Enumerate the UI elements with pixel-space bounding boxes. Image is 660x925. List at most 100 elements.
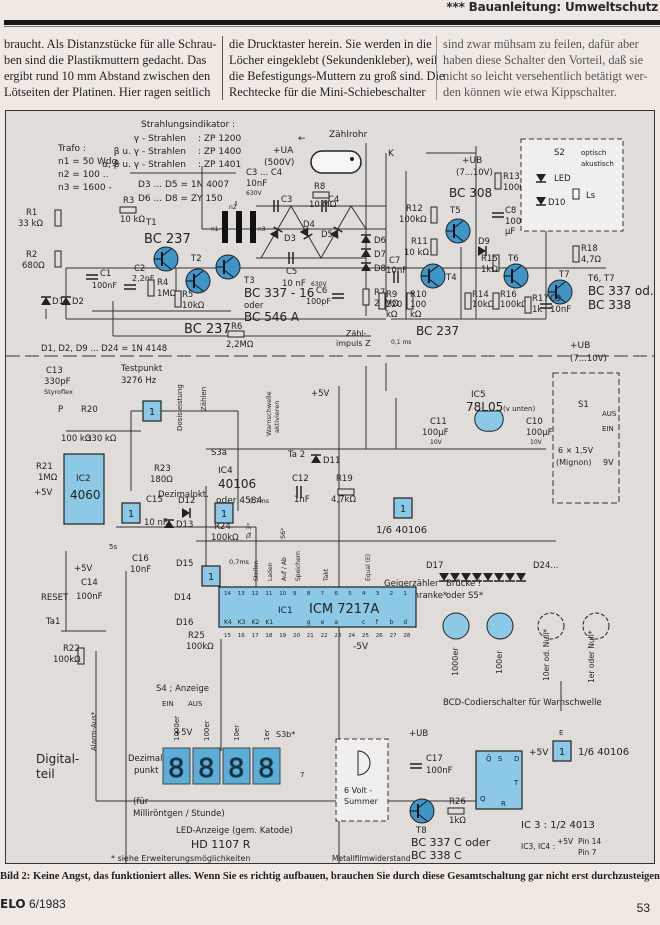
inverter-gate bbox=[552, 740, 572, 762]
ic1-segment-label: K2 bbox=[252, 619, 260, 626]
issue-number: 6/1983 bbox=[28, 897, 66, 911]
summer-box: 6 Volt - Summer bbox=[335, 738, 389, 822]
display-digit-label: 10er bbox=[233, 725, 241, 741]
pulse-width-01: 0,1 ms bbox=[391, 339, 411, 346]
c5-label: C5 bbox=[286, 267, 297, 277]
text-line: den können wie etwa Kippschalter. bbox=[443, 85, 617, 99]
transistor-t1 bbox=[153, 246, 179, 272]
article-column-2: die Drucktaster herein. Sie werden in di… bbox=[222, 36, 444, 100]
d7-label: D7 bbox=[374, 250, 386, 260]
ic1-segment-label: e bbox=[321, 619, 325, 626]
alarm-aus-label: Alarm-Aus* bbox=[90, 711, 98, 751]
metallfilm-legend: Metallfilmwiderstand bbox=[332, 854, 411, 863]
bcd-100er: 100er bbox=[495, 650, 504, 674]
r22-label: R22 bbox=[63, 644, 80, 654]
ic1-pin: 27 bbox=[390, 633, 397, 639]
s2-optisch: optisch bbox=[581, 149, 606, 157]
c10-voltage: 10V bbox=[530, 439, 543, 446]
d13-label: D13 bbox=[176, 520, 193, 530]
page-number: 53 bbox=[636, 901, 650, 915]
r19-label: R19 bbox=[336, 474, 353, 484]
s4-ein: EIN bbox=[162, 700, 174, 708]
c15-value: 10 nF bbox=[144, 518, 168, 528]
s2-label: S2 bbox=[554, 148, 565, 158]
inverter-gate bbox=[121, 502, 141, 524]
section-header: *** Bauanleitung: Umweltschutz bbox=[446, 0, 658, 14]
ff-qbar: Q̄ bbox=[486, 754, 492, 763]
ua-label: +UA bbox=[273, 146, 294, 156]
r5-label: R5 bbox=[182, 290, 193, 300]
r5-value: 10kΩ bbox=[182, 301, 205, 311]
d24-label: D24... bbox=[533, 561, 558, 571]
pin14-label: Pin 14 bbox=[578, 837, 601, 846]
d9-label: D9 bbox=[478, 237, 490, 247]
oder-s5-label: oder S5* bbox=[446, 591, 483, 601]
seven-segment-glyph: 8 bbox=[228, 754, 245, 784]
fuer-label: (für bbox=[133, 797, 149, 807]
c2-label: C2 bbox=[134, 264, 145, 274]
article-columns: braucht. Als Distanzstücke für alle Schr… bbox=[4, 36, 660, 100]
ic1-pin: 21 bbox=[307, 633, 314, 639]
display-digit-label: 1000er bbox=[173, 716, 181, 741]
bcd-1000er: 1000er bbox=[451, 647, 460, 676]
pulse-width-07b: 0,7ms bbox=[229, 558, 250, 566]
c9-label: C9 bbox=[550, 294, 561, 304]
plus5v-ic2: +5V bbox=[34, 488, 53, 498]
r21-value: 1MΩ bbox=[38, 473, 58, 483]
t8-alt-type: BC 338 C bbox=[411, 849, 462, 862]
d6-label: D6 bbox=[374, 236, 386, 246]
ic2-4060: IC2 4060 bbox=[63, 453, 105, 525]
svg-text:n1: n1 bbox=[211, 226, 219, 233]
r10-value: 100 bbox=[410, 300, 426, 310]
zaehlimpuls-label-1: Zähl- bbox=[346, 329, 367, 338]
dezimalpunkt-display-label-2: punkt bbox=[134, 766, 159, 776]
ic3-ic4-supply: +5V bbox=[557, 837, 574, 846]
text-line: Rechtecke für die Mini-Schiebeschalter bbox=[229, 85, 426, 99]
r17-value: 1k bbox=[532, 305, 542, 315]
reset-button: RESET bbox=[41, 593, 69, 603]
t6-t7-alt-type: BC 338 bbox=[588, 298, 631, 312]
r1-value: 33 kΩ bbox=[18, 219, 43, 229]
ic1-pin: 2 bbox=[390, 591, 394, 597]
r11-value: 10 kΩ bbox=[404, 248, 429, 258]
display-type: HD 1107 R bbox=[191, 838, 251, 851]
c3-c4-label: C3 ... C4 bbox=[246, 168, 282, 178]
ic1-function-label: Equal (E) bbox=[365, 554, 372, 581]
ic1-function-label: Auf / Ab bbox=[281, 557, 288, 581]
header-rule bbox=[4, 20, 660, 25]
transistor-t3 bbox=[215, 254, 241, 280]
r2-value: 680Ω bbox=[22, 261, 45, 271]
c4-label: C4 bbox=[328, 195, 339, 205]
ff-t: T bbox=[513, 779, 519, 787]
c16-label: C16 bbox=[132, 554, 149, 564]
ic1-pin: 4 bbox=[362, 591, 366, 597]
ic1-pin: 3 bbox=[376, 591, 380, 597]
schematic-svg: 1 bbox=[6, 120, 654, 863]
d10-label: D10 bbox=[548, 198, 565, 208]
article-column-3: sind zwar mühsam zu feilen, dafür aber h… bbox=[436, 36, 660, 100]
p-value: 100 kΩ bbox=[61, 434, 92, 444]
summer-label-2: Summer bbox=[344, 797, 379, 806]
ic4-alt-type: oder 4584 bbox=[216, 496, 262, 506]
t5-type: BC 308 bbox=[449, 186, 492, 200]
speaker-icon bbox=[572, 188, 580, 200]
ic4-type: 40106 bbox=[218, 477, 256, 491]
c13-value: 330pF bbox=[44, 377, 71, 387]
trafo-n3: n3 = 1600 - bbox=[58, 183, 112, 193]
r16-value: 100kΩ bbox=[500, 300, 528, 310]
r4-value: 1MΩ bbox=[157, 289, 177, 299]
text-line: Lötseiten der Platinen. Hier ragen seitl… bbox=[4, 85, 211, 99]
d2-label: D2 bbox=[72, 297, 84, 307]
r10-label: R10 bbox=[410, 290, 427, 300]
ta2-button: Ta 2 bbox=[287, 450, 305, 460]
seven-segment-glyph: 8 bbox=[258, 754, 275, 784]
r3-value: 10 kΩ bbox=[120, 215, 145, 225]
display-digit bbox=[162, 747, 191, 785]
t6-t7-type: BC 337 od. bbox=[588, 284, 654, 298]
diode bbox=[493, 572, 505, 582]
ic5-label: IC5 bbox=[471, 390, 486, 400]
r25-label: R25 bbox=[188, 631, 205, 641]
ff-s: S bbox=[498, 755, 503, 763]
